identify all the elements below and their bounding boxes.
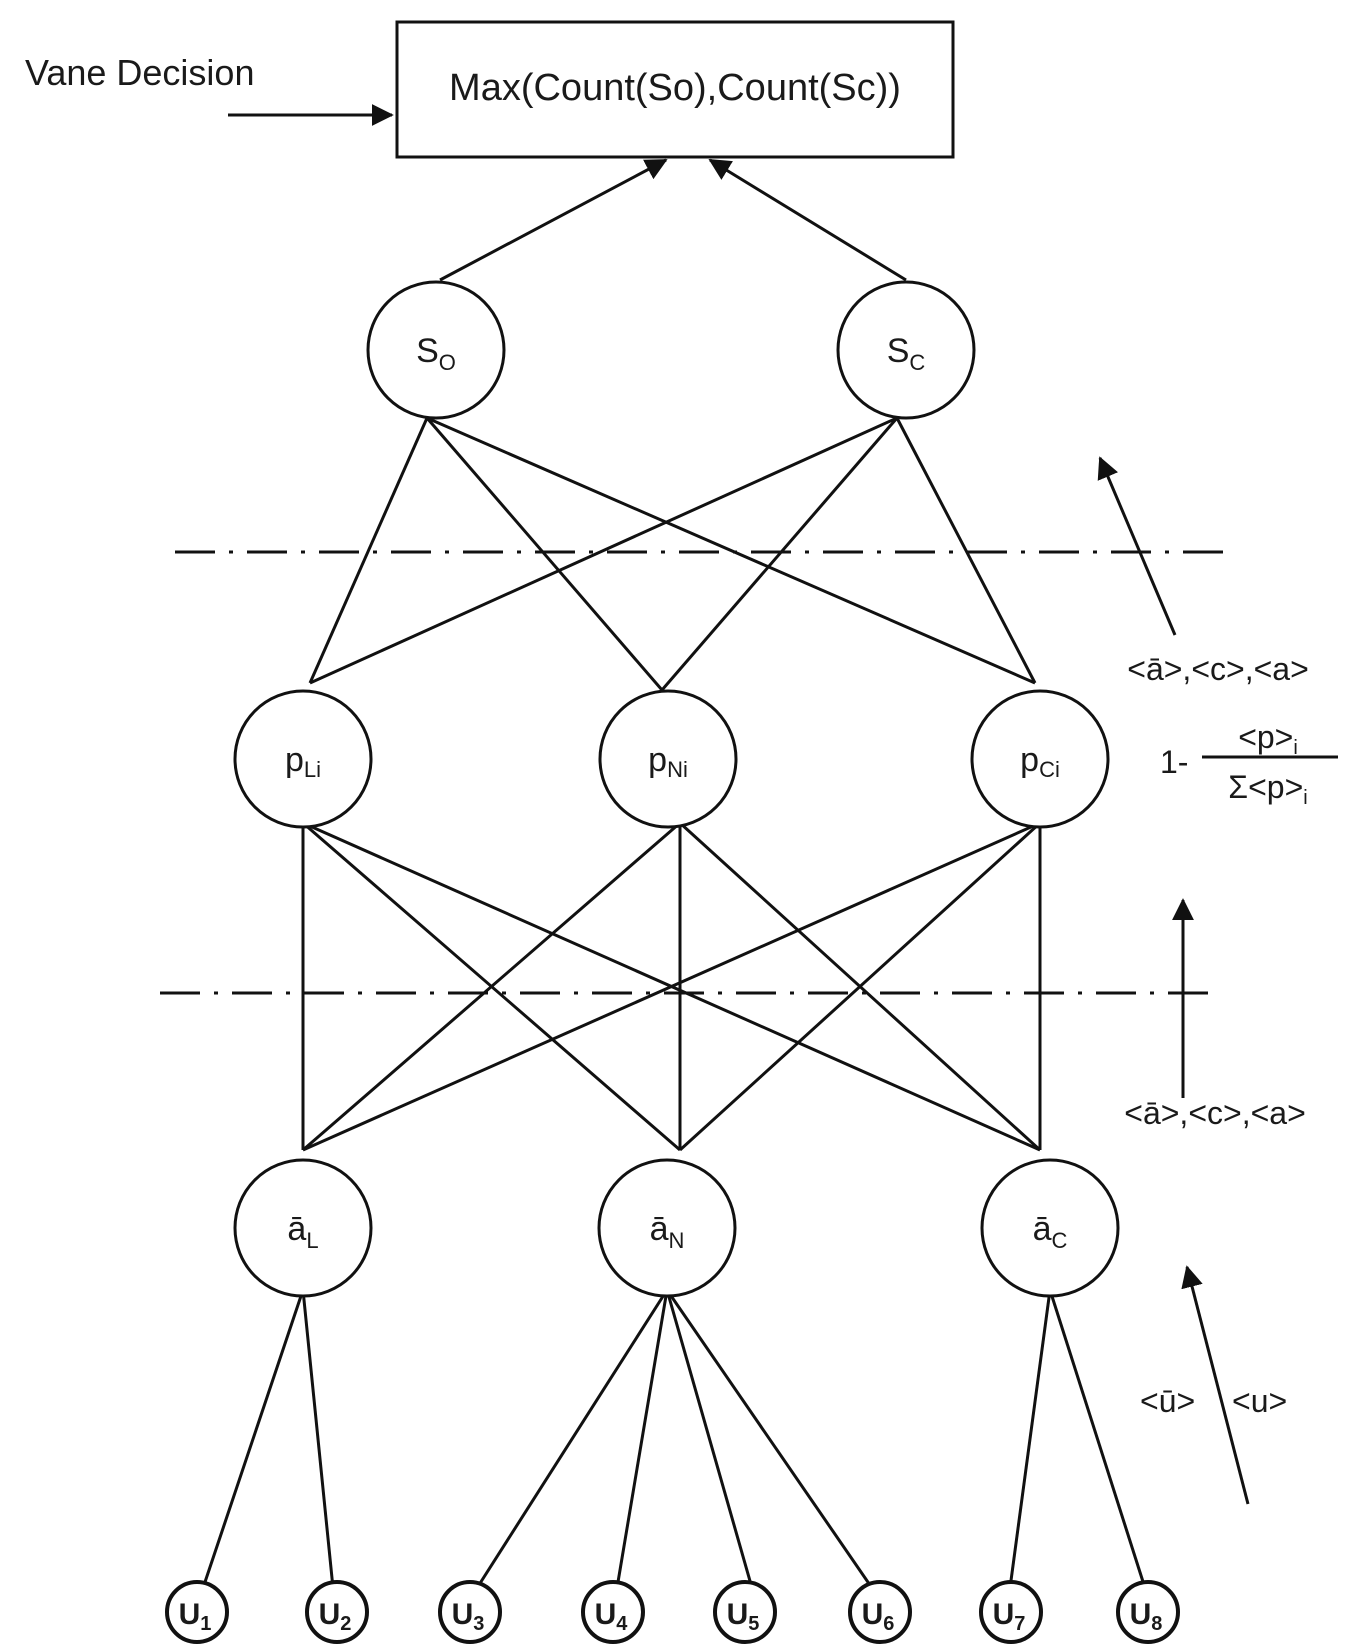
- svg-text:āC: āC: [1033, 1210, 1068, 1253]
- edge-sc-to-box: [708, 158, 907, 282]
- flow-arrow-upper: [1097, 456, 1177, 636]
- node-p-li: pLi: [233, 689, 373, 829]
- edges-p-a: [301, 821, 1042, 1152]
- input-u2: U2: [305, 1580, 369, 1644]
- node-p-ni: pNi: [598, 689, 738, 829]
- input-left-label: <ū>: [1140, 1383, 1195, 1419]
- svg-text:U8: U8: [1130, 1598, 1163, 1635]
- svg-text:U2: U2: [319, 1598, 352, 1635]
- formula-prefix: 1-: [1160, 744, 1188, 780]
- node-s-c: SC: [836, 280, 976, 420]
- edge-so-to-box: [439, 158, 668, 282]
- input-u6: U6: [848, 1580, 912, 1644]
- svg-text:āN: āN: [650, 1210, 685, 1253]
- flow-arrow-lower: [1181, 1265, 1250, 1505]
- edges-s-p: [308, 416, 1037, 691]
- decision-box: [395, 20, 955, 159]
- input-u1: U1: [165, 1580, 229, 1644]
- svg-text:pNi: pNi: [648, 741, 688, 782]
- input-u7: U7: [979, 1580, 1043, 1644]
- svg-text:U1: U1: [179, 1598, 212, 1635]
- svg-text:U5: U5: [727, 1598, 760, 1635]
- input-u3: U3: [438, 1580, 502, 1644]
- svg-text:SO: SO: [416, 332, 456, 375]
- input-u8: U8: [1116, 1580, 1180, 1644]
- svg-text:pLi: pLi: [285, 741, 321, 782]
- decision-box-label: Max(Count(So),Count(Sc)): [449, 67, 901, 109]
- svg-text:SC: SC: [887, 332, 926, 375]
- node-p-ci: pCi: [970, 689, 1110, 829]
- svg-text:U4: U4: [595, 1598, 629, 1635]
- svg-text:U3: U3: [452, 1598, 485, 1635]
- node-a-c: āC: [980, 1158, 1120, 1298]
- node-a-l: āL: [233, 1158, 373, 1298]
- input-u4: U4: [581, 1580, 645, 1644]
- svg-text:pCi: pCi: [1020, 741, 1060, 782]
- edges-a-u: [201, 1289, 1147, 1589]
- svg-text:U7: U7: [993, 1598, 1026, 1635]
- formula-denominator: Σ<p>i: [1228, 769, 1307, 809]
- formula-numerator: <p>i: [1238, 719, 1298, 759]
- lower-features-label: <ā>,<c>,<a>: [1124, 1095, 1306, 1131]
- input-right-label: <u>: [1232, 1383, 1287, 1419]
- node-a-n: āN: [597, 1158, 737, 1298]
- svg-text:U6: U6: [862, 1598, 895, 1635]
- node-s-o: SO: [366, 280, 506, 420]
- svg-text:āL: āL: [287, 1210, 318, 1253]
- vane-decision-label: Vane Decision: [25, 52, 254, 93]
- input-u5: U5: [713, 1580, 777, 1644]
- upper-features-label: <ā>,<c>,<a>: [1127, 651, 1309, 687]
